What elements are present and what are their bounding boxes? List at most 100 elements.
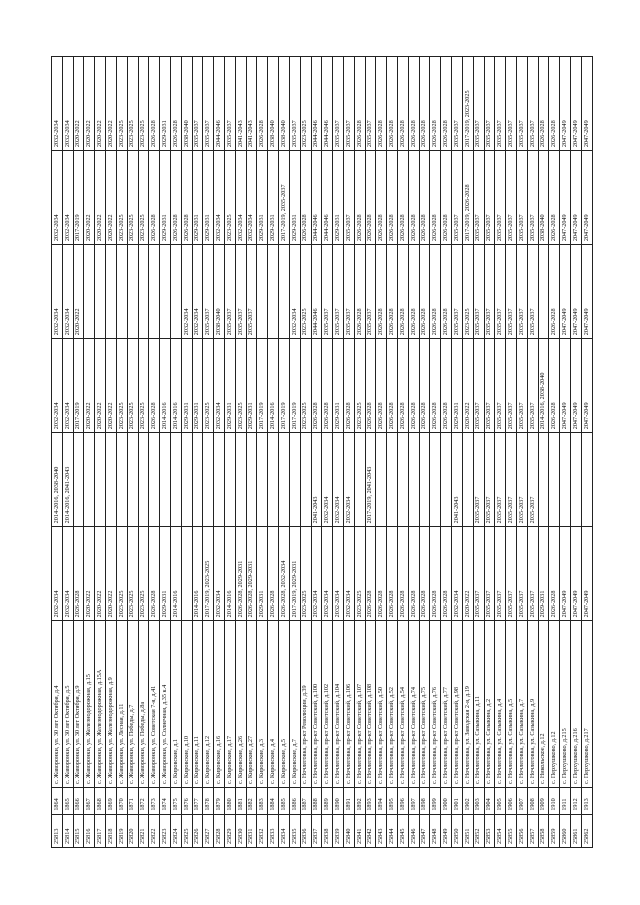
cell-period-col-6: 2035-2037 [343, 56, 355, 151]
cell-period-col-5: 2017-2019, 2026-2028 [462, 150, 474, 245]
cell-period-col-6: 2020-2022 [73, 56, 84, 151]
cell-period-col-4: 2035-2037 [365, 244, 376, 339]
cell-period-col-2 [256, 432, 268, 527]
cell-row-number: 1883 [256, 787, 268, 815]
cell-address: с. Перхушково, д.217 [581, 620, 593, 788]
cell-period-col-5: 2026-2028 [419, 150, 430, 245]
cell-period-col-1: 2032-2034 [332, 526, 344, 621]
cell-period-col-3: 2026-2028 [429, 338, 441, 433]
cell-period-col-3: 2026-2028 [440, 338, 452, 433]
cell-period-col-3: 2026-2028 [311, 338, 322, 433]
cell-period-col-3: 2014-2016 [159, 338, 171, 433]
cell-row-number: 1889 [321, 787, 333, 815]
cell-period-col-1: 2032-2034 [451, 526, 463, 621]
cell-period-col-1: 2032-2034 [213, 526, 225, 621]
cell-record-id: 25825 [181, 814, 193, 848]
cell-period-col-3: 2017-2019 [73, 338, 84, 433]
cell-period-col-2 [94, 432, 106, 527]
cell-period-col-4: 2035-2037 [473, 244, 484, 339]
cell-period-col-3: 2026-2028 [343, 338, 355, 433]
cell-period-col-2 [202, 432, 214, 527]
cell-period-col-2 [267, 432, 279, 527]
cell-record-id: 25826 [192, 814, 203, 848]
cell-period-col-6: 2035-2037 [224, 56, 236, 151]
cell-address: с. Ночлеговка, ул. Сазыкина, д.2 [484, 620, 495, 788]
cell-period-col-2: 2014-2016, 2041-2043 [62, 432, 74, 527]
cell-address: с. Кировские, д.12 [202, 620, 214, 788]
cell-period-col-1: 2026-2028 [429, 526, 441, 621]
cell-record-id: 25859 [548, 814, 560, 848]
cell-period-col-1: 2026-2028, 2029-2031 [246, 526, 257, 621]
cell-period-col-6: 2026-2028 [408, 56, 420, 151]
cell-period-col-2 [192, 432, 203, 527]
cell-period-col-5: 2026-2028 [170, 150, 182, 245]
cell-record-id: 25858 [538, 814, 549, 848]
cell-period-col-2 [83, 432, 95, 527]
cell-period-col-4: 2032-2034 [181, 244, 193, 339]
cell-period-col-4: 2035-2037 [343, 244, 355, 339]
cell-row-number: 1886 [289, 787, 301, 815]
cell-period-col-6: 2020-2022 [83, 56, 95, 151]
cell-period-col-3: 2029-2031 [192, 338, 203, 433]
cell-address: с. Ночлеговка, пр-кт Советский, д.98 [451, 620, 463, 788]
cell-period-col-1: 2014-2016 [170, 526, 182, 621]
cell-address: с. Перхушково, д.216 [570, 620, 582, 788]
cell-period-col-2 [138, 432, 149, 527]
cell-row-number: 1895 [386, 787, 398, 815]
cell-period-col-5: 2035-2037 [451, 150, 463, 245]
cell-period-col-6: 2035-2037 [332, 56, 344, 151]
cell-period-col-5: 2035-2037 [473, 150, 484, 245]
cell-record-id: 25836 [300, 814, 311, 848]
cell-period-col-2 [397, 432, 409, 527]
cell-period-col-3: 2047-2049 [581, 338, 593, 433]
cell-period-col-4 [278, 244, 290, 339]
cell-record-id: 25828 [213, 814, 225, 848]
cell-period-col-2: 2032-2034 [321, 432, 333, 527]
cell-period-col-3: 2014-2016, 2038-2040 [538, 338, 549, 433]
cell-period-col-3: 2023-2025 [202, 338, 214, 433]
cell-period-col-3: 2023-2025 [235, 338, 247, 433]
cell-period-col-2 [116, 432, 128, 527]
cell-period-col-5: 2032-2034 [213, 150, 225, 245]
cell-record-id: 25821 [138, 814, 149, 848]
cell-period-col-5: 2020-2022 [105, 150, 117, 245]
cell-period-col-4: 2035-2037 [321, 244, 333, 339]
cell-period-col-6: 2026-2028 [548, 56, 560, 151]
cell-period-col-3: 2035-2037 [516, 338, 528, 433]
cell-period-col-1: 2023-2025 [138, 526, 149, 621]
cell-period-col-5: 2026-2028 [181, 150, 193, 245]
cell-period-col-4 [83, 244, 95, 339]
cell-period-col-4: 2023-2025 [300, 244, 311, 339]
cell-row-number: 1885 [278, 787, 290, 815]
cell-address: с. Ночлеговка, пр-кт Советский, д.77 [440, 620, 452, 788]
cell-period-col-1: 2029-2031 [538, 526, 549, 621]
cell-address: с. Ночлеговка, пр-кт Советский, д.54 [397, 620, 409, 788]
cell-address: с. Кировские, д.26 [235, 620, 247, 788]
cell-period-col-2: 2014-2016, 2038-2040 [51, 432, 63, 527]
cell-period-col-6: 2026-2028 [429, 56, 441, 151]
cell-period-col-6: 2041-2043 [235, 56, 247, 151]
cell-period-col-2 [235, 432, 247, 527]
cell-record-id: 25816 [83, 814, 95, 848]
cell-address: с. Никольское, д.12 [538, 620, 549, 788]
cell-address: с. Жаворонки, ул. Железнодорожная, д.15А [94, 620, 106, 788]
cell-row-number: 1907 [516, 787, 528, 815]
cell-period-col-3: 2020-2022 [462, 338, 474, 433]
cell-period-col-6: 2026-2028 [354, 56, 366, 151]
cell-row-number: 1876 [181, 787, 193, 815]
cell-address: с. Ночлеговка, ул. Заводская 2-я, д.19 [462, 620, 474, 788]
cell-period-col-3: 2029-2031 [181, 338, 193, 433]
cell-period-col-1: 2032-2034 [51, 526, 63, 621]
cell-period-col-1 [181, 526, 193, 621]
cell-record-id: 25838 [321, 814, 333, 848]
cell-period-col-6: 2044-2046 [213, 56, 225, 151]
cell-period-col-1: 2026-2028, 2032-2034 [278, 526, 290, 621]
cell-period-col-6: 2020-2022 [94, 56, 106, 151]
cell-record-id: 25848 [429, 814, 441, 848]
cell-record-id: 25817 [94, 814, 106, 848]
